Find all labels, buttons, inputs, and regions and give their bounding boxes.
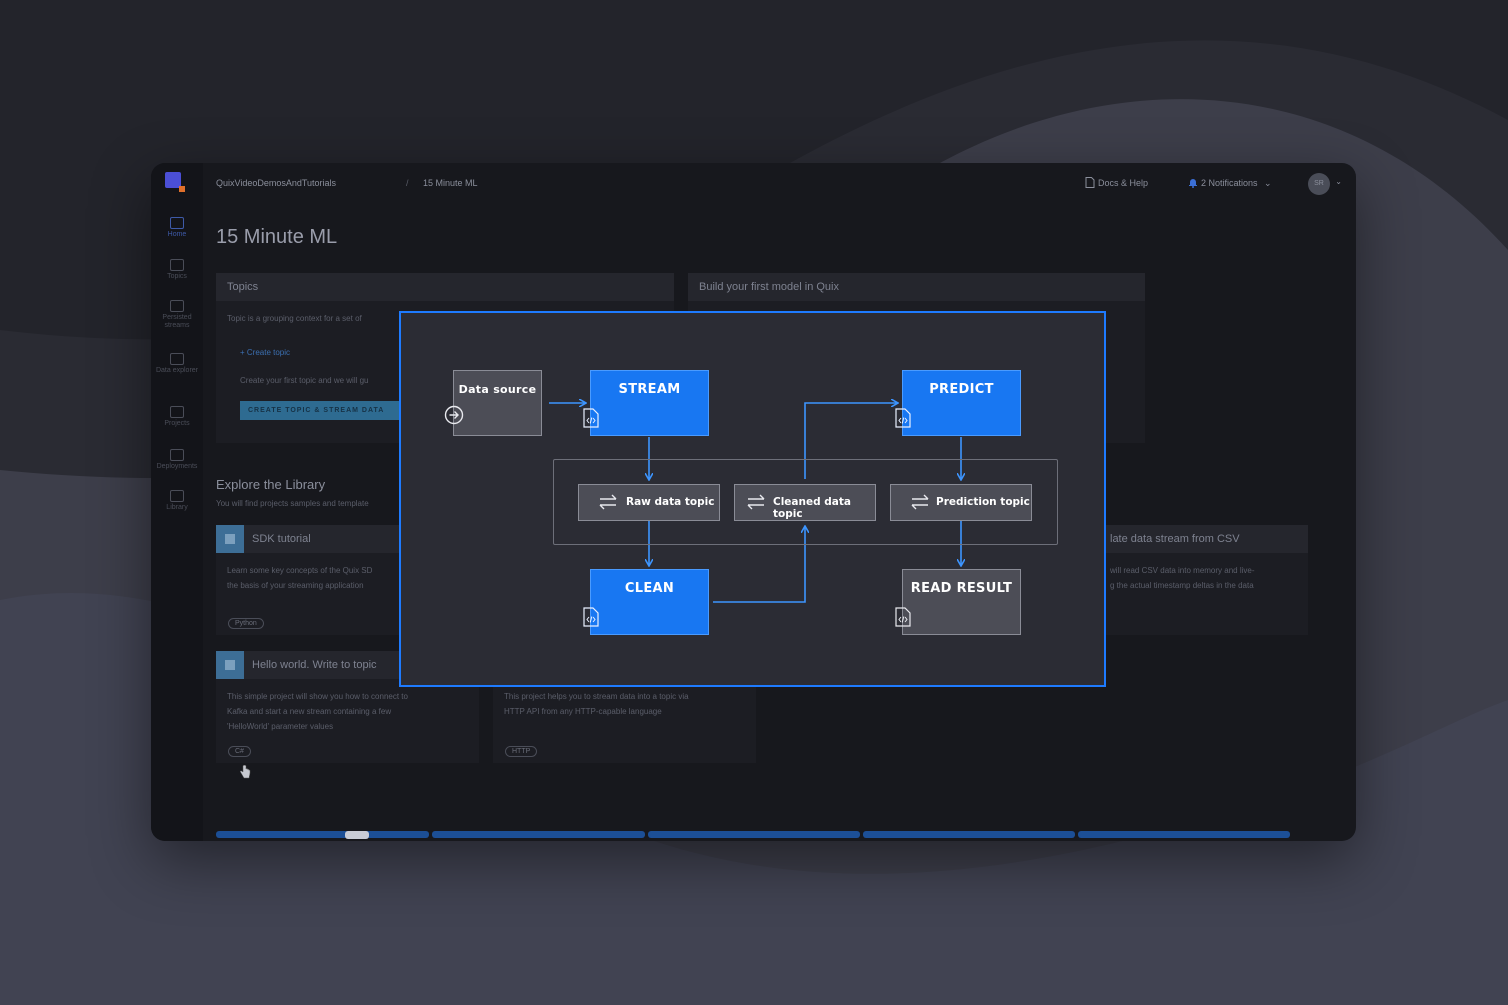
docs-help-link[interactable]: Docs & Help (1085, 177, 1148, 188)
library-subtitle: You will find projects samples and templ… (216, 499, 369, 508)
sidebar-item-label: Deployments (157, 463, 198, 470)
code-file-icon (895, 607, 911, 627)
read-result-node[interactable]: READ RESULT (902, 569, 1021, 635)
raw-data-topic-label: Raw data topic (626, 496, 714, 508)
chevron-down-icon[interactable]: ⌄ (1335, 177, 1342, 186)
progress-segment[interactable] (1078, 831, 1290, 838)
create-topic-link[interactable]: + Create topic (240, 348, 290, 357)
card-text-line: 'HelloWorld' parameter values (227, 719, 333, 734)
topics-description: Topic is a grouping context for a set of (227, 311, 362, 326)
bell-icon (1188, 177, 1198, 188)
sidebar-item-label: Projects (164, 420, 189, 427)
notifications-label: 2 Notifications (1201, 178, 1258, 188)
rocket-icon (170, 449, 184, 461)
swap-icon (745, 493, 767, 511)
pipeline-diagram: Data source STREAM PREDICT CLEAN READ RE… (399, 311, 1106, 687)
card-title: SDK tutorial (252, 533, 311, 545)
code-file-icon (583, 607, 599, 627)
library-card[interactable]: late data stream from CSV will read CSV … (1096, 525, 1308, 635)
sidebar-item-label: Persisted streams (162, 314, 191, 329)
card-text-line: Learn some key concepts of the Quix SD (227, 563, 372, 578)
sidebar-item-projects[interactable]: Projects (151, 406, 203, 428)
sidebar-item-library[interactable]: Library (151, 490, 203, 512)
topics-panel-title: Topics (216, 273, 674, 301)
hand-cursor-icon (239, 765, 251, 779)
swap-icon (597, 493, 619, 511)
swap-icon (170, 259, 184, 271)
create-topic-stream-button[interactable]: CREATE TOPIC & STREAM DATA (240, 401, 410, 420)
search-icon (170, 353, 184, 365)
progress-segment[interactable] (216, 831, 429, 838)
project-icon (216, 651, 244, 679)
data-source-label: Data source (454, 383, 541, 396)
prediction-topic[interactable]: Prediction topic (890, 484, 1032, 521)
code-file-icon (583, 408, 599, 428)
sidebar-item-label: Data explorer (156, 367, 198, 374)
progress-scrubber[interactable] (345, 831, 369, 839)
raw-data-topic[interactable]: Raw data topic (578, 484, 720, 521)
language-tag: HTTP (505, 746, 537, 757)
swap-icon (909, 493, 931, 511)
card-text-line: This simple project will show you how to… (227, 689, 408, 704)
quix-logo[interactable] (165, 172, 185, 192)
sidebar-item-topics[interactable]: Topics (151, 259, 203, 281)
file-icon (170, 406, 184, 418)
stream-label: STREAM (591, 382, 708, 397)
stream-node[interactable]: STREAM (590, 370, 709, 436)
read-result-label: READ RESULT (903, 581, 1020, 596)
language-tag: C# (228, 746, 251, 757)
progress-segment[interactable] (648, 831, 860, 838)
clean-label: CLEAN (591, 581, 708, 596)
breadcrumb-separator: / (406, 178, 409, 188)
sidebar-item-deployments[interactable]: Deployments (151, 449, 203, 471)
cleaned-data-topic[interactable]: Cleaned data topic (734, 484, 876, 521)
clean-node[interactable]: CLEAN (590, 569, 709, 635)
sidebar: Home Topics Persisted streams Data explo… (151, 163, 203, 841)
data-source-node[interactable]: Data source (453, 370, 542, 436)
arrow-circle-icon (444, 405, 464, 425)
avatar[interactable]: SR (1308, 173, 1330, 195)
language-tag: Python (228, 618, 264, 629)
card-text-line: g the actual timestamp deltas in the dat… (1110, 578, 1254, 593)
home-icon (170, 217, 184, 229)
library-title: Explore the Library (216, 477, 325, 492)
sidebar-item-label: Topics (167, 273, 187, 280)
code-file-icon (895, 408, 911, 428)
page-title: 15 Minute ML (216, 226, 337, 249)
card-header: late data stream from CSV (1096, 525, 1308, 553)
card-text-line: Kafka and start a new stream containing … (227, 704, 391, 719)
cleaned-data-topic-label: Cleaned data topic (773, 496, 875, 520)
predict-node[interactable]: PREDICT (902, 370, 1021, 436)
card-text-line: HTTP API from any HTTP-capable language (504, 704, 662, 719)
document-icon (1085, 177, 1095, 188)
predict-label: PREDICT (903, 382, 1020, 397)
card-title: late data stream from CSV (1110, 533, 1240, 545)
breadcrumb-workspace[interactable]: QuixVideoDemosAndTutorials (216, 178, 336, 188)
sidebar-item-persisted-streams[interactable]: Persisted streams (151, 300, 203, 330)
docs-help-label: Docs & Help (1098, 178, 1148, 188)
topics-hint: Create your first topic and we will gu (240, 373, 369, 388)
sidebar-item-label: Home (168, 231, 187, 238)
card-text-line: the basis of your streaming application (227, 578, 364, 593)
progress-segment[interactable] (432, 831, 645, 838)
card-text-line: This project helps you to stream data in… (504, 689, 689, 704)
build-model-panel-title: Build your first model in Quix (688, 273, 1145, 301)
chevron-down-icon: ⌄ (1264, 178, 1272, 188)
project-icon (216, 525, 244, 553)
notifications-button[interactable]: 2 Notifications ⌄ (1188, 177, 1272, 189)
sidebar-item-data-explorer[interactable]: Data explorer (151, 353, 203, 375)
prediction-topic-label: Prediction topic (936, 496, 1030, 508)
progress-segment[interactable] (863, 831, 1075, 838)
sidebar-item-home[interactable]: Home (151, 217, 203, 239)
folder-icon (170, 300, 184, 312)
breadcrumb-current: 15 Minute ML (423, 178, 478, 188)
card-title: Hello world. Write to topic (252, 659, 377, 671)
top-bar: QuixVideoDemosAndTutorials / 15 Minute M… (203, 163, 1356, 203)
sidebar-item-label: Library (166, 504, 187, 511)
card-text-line: will read CSV data into memory and live- (1110, 563, 1255, 578)
library-icon (170, 490, 184, 502)
